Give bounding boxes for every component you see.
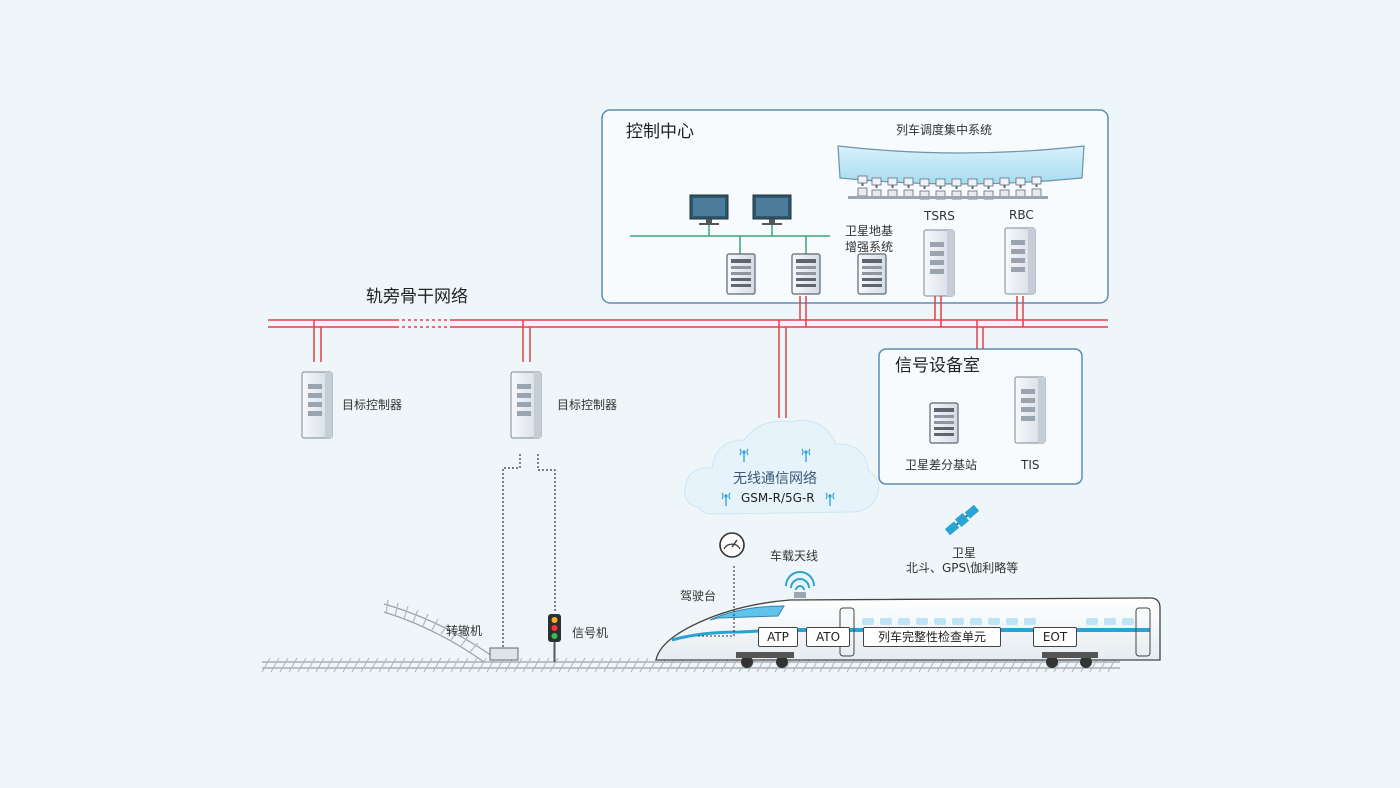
speedometer-icon: [719, 532, 745, 558]
server-icon: [791, 253, 821, 295]
cab-label: 驾驶台: [680, 589, 717, 603]
control-center-title: 控制中心: [626, 122, 694, 142]
target-controller-icon: [301, 371, 333, 439]
eot-unit: EOT: [1033, 627, 1077, 647]
satellite-icon: [944, 504, 980, 536]
signal-icon: [548, 614, 561, 662]
onboard-antenna-icon: [785, 571, 815, 598]
rbc-label: RBC: [1009, 208, 1034, 222]
backbone-network: [268, 296, 1108, 418]
tsrs-server-icon: [923, 229, 955, 297]
sbas-label-line2: 增强系统: [845, 240, 894, 254]
atp-unit: ATP: [758, 627, 798, 647]
train: [655, 566, 1161, 668]
integrity-unit: 列车完整性检查单元: [863, 627, 1001, 647]
diff-station-label: 卫星差分基站: [905, 458, 978, 472]
diff-station-server-icon: [929, 402, 959, 444]
wireless-label-line1: 无线通信网络: [733, 471, 817, 487]
server-icon: [726, 253, 756, 295]
satellite-label-line2: 北斗、GPS\伽利略等: [906, 561, 1019, 575]
signal-room-title: 信号设备室: [895, 356, 980, 376]
tis-label: TIS: [1021, 458, 1040, 472]
switch-machine-label: 转辙机: [446, 624, 483, 638]
target-controller-label-1: 目标控制器: [342, 398, 403, 412]
onboard-antenna-label: 车载天线: [770, 549, 819, 563]
target-controller-label-2: 目标控制器: [557, 398, 618, 412]
tsrs-label: TSRS: [924, 209, 955, 223]
sbas-label-line1: 卫星地基: [845, 224, 894, 238]
ato-unit: ATO: [806, 627, 850, 647]
trackside-links: [502, 454, 556, 648]
rbc-server-icon: [1004, 227, 1036, 295]
signal-label: 信号机: [572, 626, 609, 640]
wireless-cloud: [684, 419, 880, 515]
ctc-label: 列车调度集中系统: [896, 123, 993, 137]
satellite-label-line1: 卫星: [952, 546, 977, 560]
sbas-server-icon: [857, 253, 887, 295]
switch-machine-icon: [489, 647, 519, 661]
ctc-workstations: [848, 175, 1048, 200]
target-controller-icon: [510, 371, 542, 439]
wireless-label-line2: GSM-R/5G-R: [741, 491, 815, 505]
tis-server-icon: [1014, 376, 1046, 444]
backbone-label: 轨旁骨干网络: [366, 287, 468, 307]
